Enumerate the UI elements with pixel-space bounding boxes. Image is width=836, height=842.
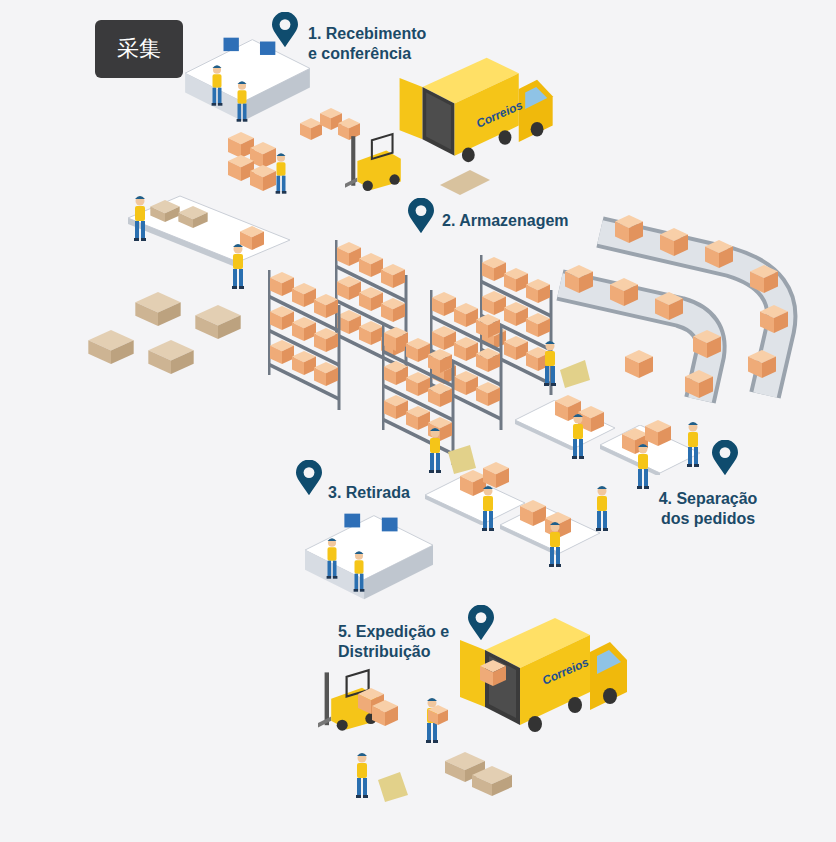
step-label: 5. Expedição e Distribuição [338,622,462,662]
step-label: 4. Separação dos pedidos [652,489,764,529]
truck-logo: Correios [540,655,591,688]
truck-logo: Correios [474,98,525,131]
step-label: 2. Armazenagem [442,211,602,231]
badge-box: 采集 [95,20,183,78]
badge-text: 采集 [117,34,161,64]
step-label: 1. Recebimento e conferência [308,24,432,64]
step-label: 3. Retirada [328,483,448,503]
